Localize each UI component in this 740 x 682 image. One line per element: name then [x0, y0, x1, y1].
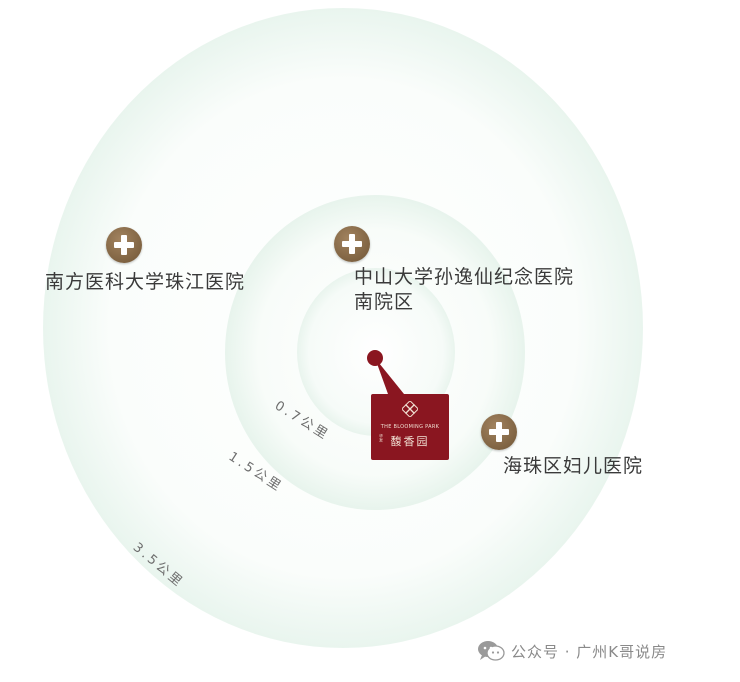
project-brand-cn: 华发	[379, 434, 384, 442]
hospital-cross-icon[interactable]	[106, 227, 142, 263]
hospital-campus: 南院区	[354, 291, 415, 313]
watermark-text: 公众号 · 广州K哥说房	[511, 642, 668, 661]
project-logo-card: THE BLOOMING PARK 华发 馥香园	[371, 394, 449, 460]
hospital-name: 中山大学孙逸仙纪念医院	[354, 266, 575, 288]
hospital-cross-icon[interactable]	[481, 414, 517, 450]
project-name-cn: 馥香园	[390, 435, 430, 448]
flower-logo-icon	[402, 401, 418, 417]
project-location-marker[interactable]: THE BLOOMING PARK 华发 馥香园	[366, 350, 451, 460]
hospital-label-sun-yat-sen[interactable]: 中山大学孙逸仙纪念医院 南院区	[354, 265, 574, 315]
marker-stem	[375, 358, 404, 394]
wechat-icon	[478, 641, 505, 661]
hospital-name: 海珠区妇儿医院	[503, 455, 644, 477]
hospital-name: 南方医科大学珠江医院	[45, 271, 246, 293]
hospital-cross-icon[interactable]	[334, 226, 370, 262]
hospital-label-haizhu[interactable]: 海珠区妇儿医院	[503, 454, 643, 479]
marker-dot	[367, 350, 383, 366]
project-name-en: THE BLOOMING PARK	[380, 424, 440, 430]
watermark: 公众号 · 广州K哥说房	[477, 637, 667, 665]
hospital-label-zhujiang[interactable]: 南方医科大学珠江医院	[45, 270, 245, 295]
